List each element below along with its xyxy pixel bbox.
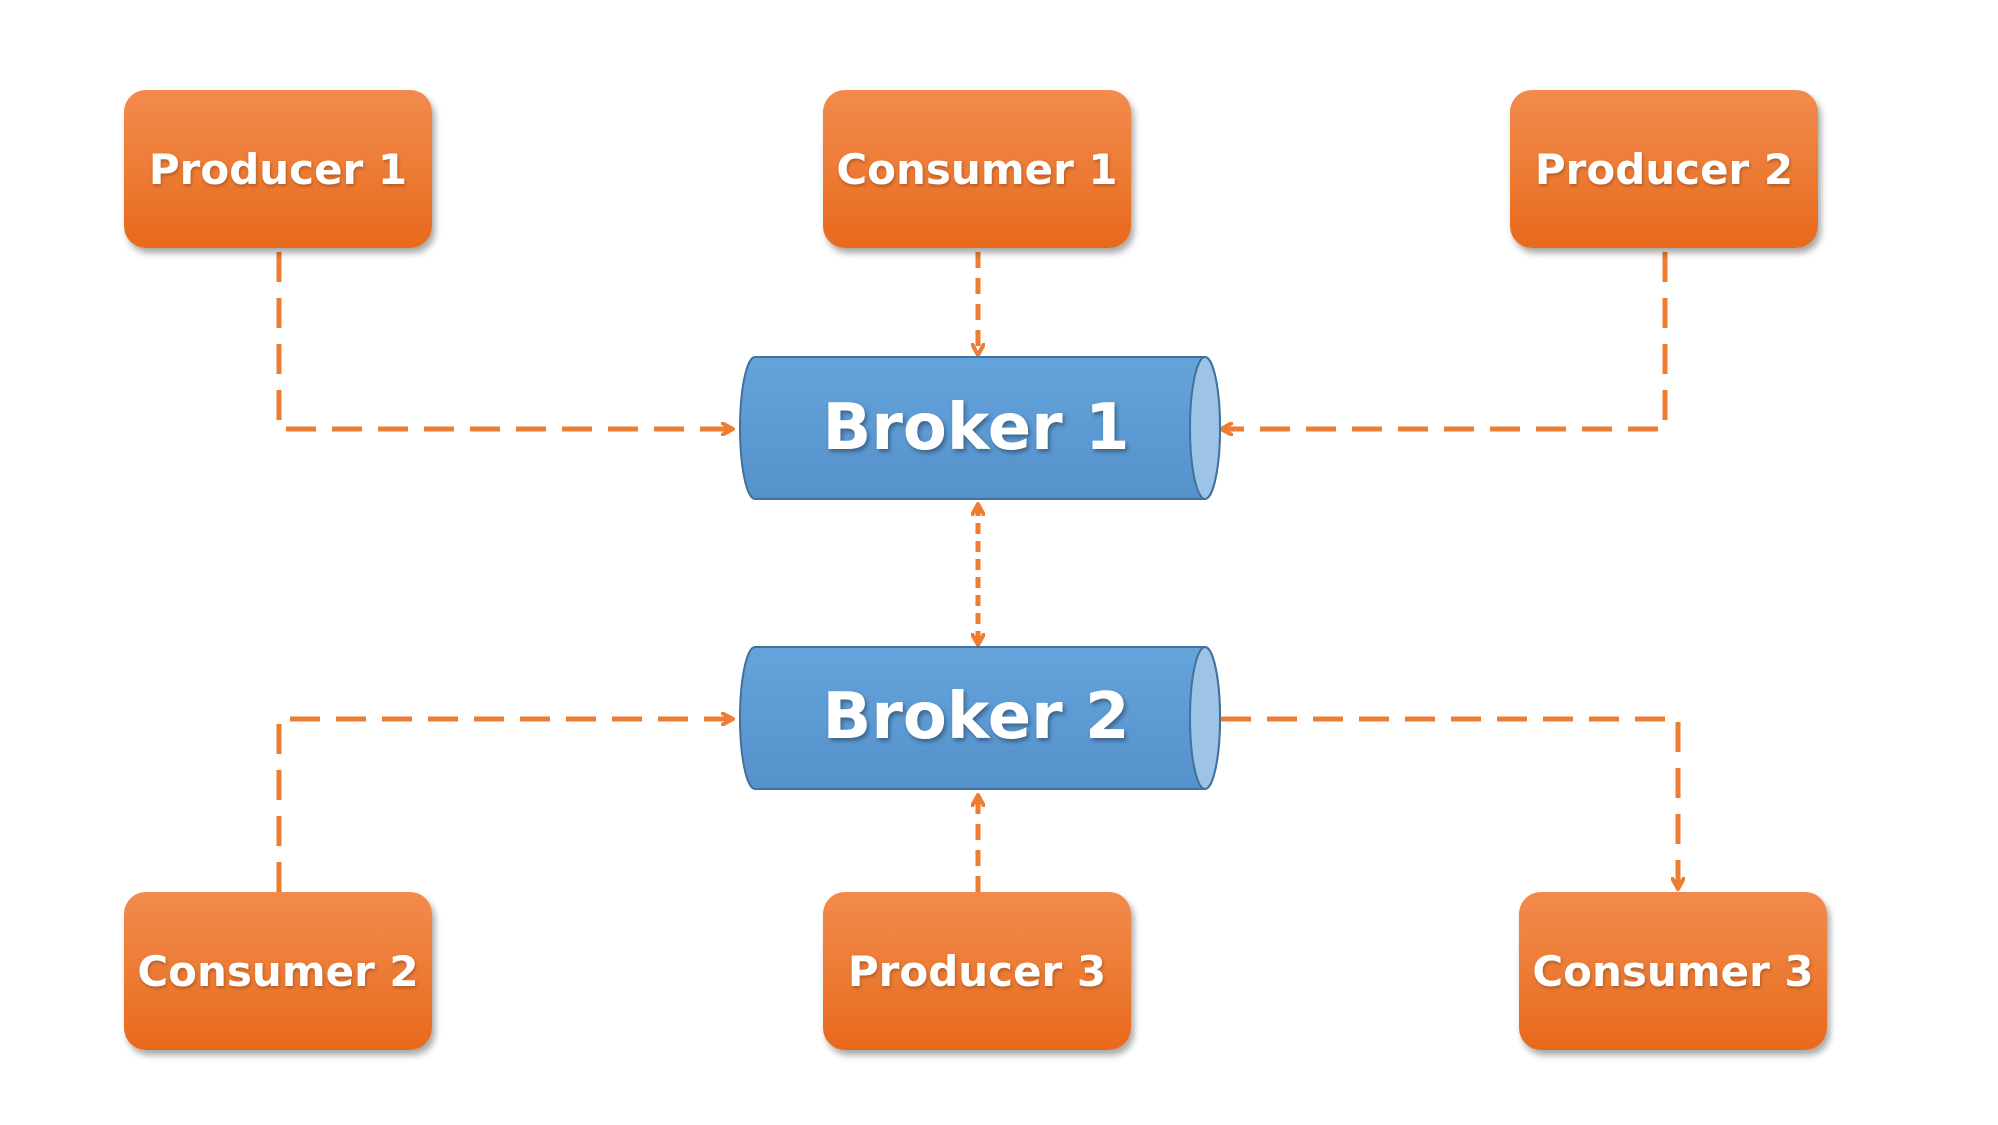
connector-consumer-2-broker-2 (276, 719, 732, 892)
consumer-2-node: Consumer 2 (124, 892, 432, 1050)
connector-broker-2-consumer-3 (1221, 716, 1678, 888)
consumer-3-label: Consumer 3 (1532, 946, 1814, 996)
connector-producer-2-broker-1 (1222, 252, 1668, 429)
broker-2-label: Broker 2 (822, 680, 1130, 754)
consumer-3-node: Consumer 3 (1519, 892, 1827, 1050)
consumer-1-label: Consumer 1 (836, 144, 1118, 194)
consumer-1-node: Consumer 1 (823, 90, 1131, 248)
producer-1-label: Producer 1 (148, 144, 408, 194)
producer-3-label: Producer 3 (847, 946, 1107, 996)
broker-1-label: Broker 1 (822, 391, 1130, 465)
producer-2-node: Producer 2 (1510, 90, 1818, 248)
consumer-2-label: Consumer 2 (137, 946, 419, 996)
producer-3-node: Producer 3 (823, 892, 1131, 1050)
producer-1-node: Producer 1 (124, 90, 432, 248)
producer-2-label: Producer 2 (1534, 144, 1794, 194)
broker-1-cylinder (739, 356, 1221, 500)
broker-2-cylinder (739, 646, 1221, 790)
connector-producer-1-broker-1 (276, 252, 732, 429)
